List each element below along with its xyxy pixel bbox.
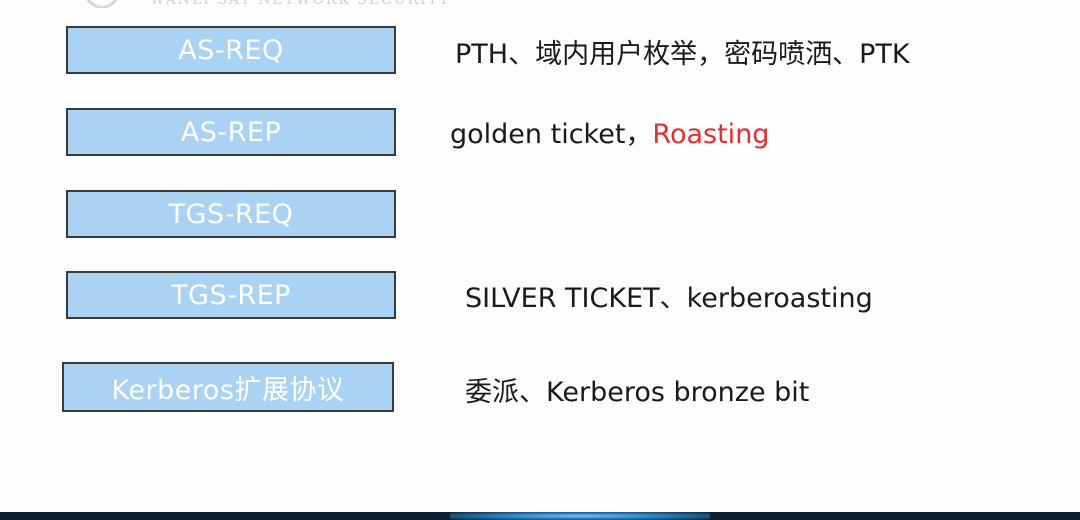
tgs-req-label: TGS-REQ xyxy=(168,198,294,230)
as-req-label: AS-REQ xyxy=(178,34,284,66)
kerberos-extension-box: Kerberos扩展协议 xyxy=(62,362,394,412)
as-req-description-text: PTH、域内用户枚举，密码喷洒、PTK xyxy=(455,39,910,70)
as-rep-label: AS-REP xyxy=(180,116,282,148)
footer-bar xyxy=(0,512,1080,520)
roasting-highlight: Roasting xyxy=(652,119,770,150)
kerberos-extension-description-text: 委派、Kerberos bronze bit xyxy=(465,377,810,408)
tgs-rep-box: TGS-REP xyxy=(66,271,396,319)
footer-glow xyxy=(450,512,710,520)
kerberos-extension-description: 委派、Kerberos bronze bit xyxy=(465,370,809,409)
as-rep-box: AS-REP xyxy=(66,108,396,156)
tgs-req-box: TGS-REQ xyxy=(66,190,396,238)
as-req-description: PTH、域内用户枚举，密码喷洒、PTK xyxy=(455,32,910,71)
shield-icon xyxy=(86,0,118,8)
kerberos-extension-label: Kerberos扩展协议 xyxy=(111,374,345,406)
watermark-text: WANLI SAY NETWORK SECURITY xyxy=(150,0,451,8)
as-rep-description: golden ticket，Roasting xyxy=(450,112,769,151)
tgs-rep-description: SILVER TICKET、kerberoasting xyxy=(465,276,873,315)
tgs-rep-label: TGS-REP xyxy=(171,279,291,311)
tgs-rep-description-text: SILVER TICKET、kerberoasting xyxy=(465,283,873,314)
as-req-box: AS-REQ xyxy=(66,26,396,74)
as-rep-description-text: golden ticket， xyxy=(450,119,653,150)
